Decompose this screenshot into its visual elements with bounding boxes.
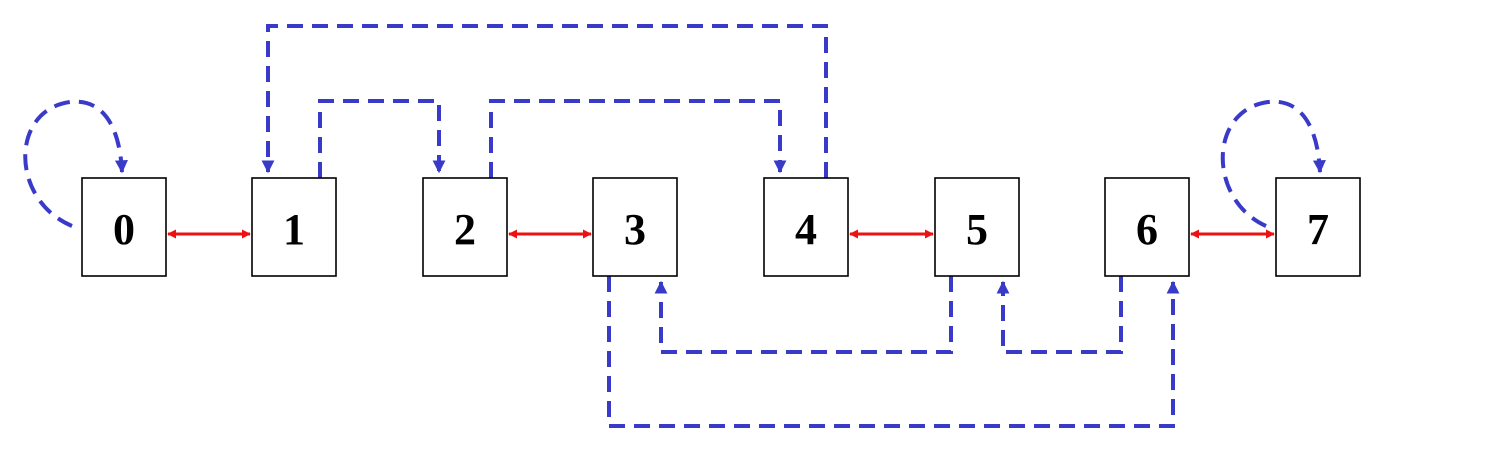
node-0: 0 (81, 177, 167, 277)
node-2-label: 2 (454, 205, 476, 254)
dashed-edge-0-0 (23, 99, 128, 228)
node-4-box (763, 177, 849, 277)
node-0-box (81, 177, 167, 277)
node-3-box (592, 177, 678, 277)
dashed-edge-6-5 (996, 276, 1123, 354)
node-0-label: 0 (113, 205, 135, 254)
dashed-edges (23, 24, 1326, 428)
node-6-label: 6 (1136, 205, 1158, 254)
node-2: 2 (422, 177, 508, 277)
node-4: 4 (763, 177, 849, 277)
node-1-label: 1 (283, 205, 305, 254)
dashed-edge-2-4 (489, 99, 787, 178)
node-1: 1 (251, 177, 337, 277)
dashed-edge-5-3 (654, 276, 953, 354)
node-4-label: 4 (795, 205, 817, 254)
node-3-label: 3 (624, 205, 646, 254)
dashed-edge-4-1 (261, 24, 828, 178)
node-5-box (934, 177, 1020, 277)
node-1-box (251, 177, 337, 277)
dashed-edge-7-7 (1220, 99, 1326, 228)
node-7-label: 7 (1307, 205, 1329, 254)
node-6: 6 (1104, 177, 1190, 277)
node-2-box (422, 177, 508, 277)
node-7: 7 (1275, 177, 1361, 277)
nodes: 0 1 2 3 4 5 6 7 (81, 177, 1361, 277)
node-7-box (1275, 177, 1361, 277)
dashed-edge-3-6 (607, 276, 1180, 428)
node-3: 3 (592, 177, 678, 277)
dashed-edge-1-2 (318, 99, 446, 178)
node-5: 5 (934, 177, 1020, 277)
node-5-label: 5 (966, 205, 988, 254)
node-6-box (1104, 177, 1190, 277)
